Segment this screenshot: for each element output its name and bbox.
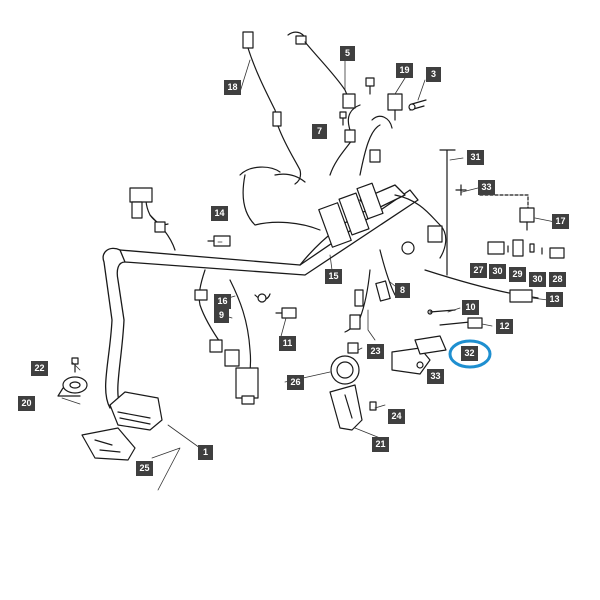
callout-31[interactable]: 31 [467, 150, 484, 165]
callout-13[interactable]: 13 [546, 292, 563, 307]
callout-18[interactable]: 18 [224, 80, 241, 95]
callout-23[interactable]: 23 [367, 344, 384, 359]
left-branch [129, 187, 176, 251]
callout-16[interactable]: 16 [214, 294, 231, 309]
central-connector-cluster [239, 104, 447, 333]
callout-12[interactable]: 12 [496, 319, 513, 334]
callout-30b[interactable]: 30 [529, 272, 546, 287]
sensor-kit-17 [479, 194, 565, 259]
callout-20[interactable]: 20 [18, 396, 35, 411]
clamp-and-screw [57, 357, 88, 397]
callout-8[interactable]: 8 [395, 283, 410, 298]
callout-11[interactable]: 11 [279, 336, 296, 351]
sensor-lead-5 [287, 31, 356, 109]
callout-27[interactable]: 27 [470, 263, 487, 278]
callout-7[interactable]: 7 [312, 124, 327, 139]
callout-15[interactable]: 15 [325, 269, 342, 284]
callout-5[interactable]: 5 [340, 46, 355, 61]
callout-29[interactable]: 29 [509, 267, 526, 282]
lower-left-branch [194, 269, 271, 405]
callout-33b[interactable]: 33 [427, 369, 444, 384]
brackets [329, 335, 447, 431]
callout-3[interactable]: 3 [426, 67, 441, 82]
callout-26[interactable]: 26 [287, 375, 304, 390]
small-parts [207, 77, 483, 329]
callout-1[interactable]: 1 [198, 445, 213, 460]
sensor-lead-18 [242, 31, 302, 185]
callout-32[interactable]: 32 [461, 346, 478, 361]
callout-24[interactable]: 24 [388, 409, 405, 424]
right-cable-13 [424, 149, 539, 303]
callout-28[interactable]: 28 [549, 272, 566, 287]
callout-22[interactable]: 22 [31, 361, 48, 376]
callout-30a[interactable]: 30 [489, 264, 506, 279]
control-module [81, 391, 163, 461]
callout-19[interactable]: 19 [396, 63, 413, 78]
callout-14[interactable]: 14 [211, 206, 228, 221]
callout-25[interactable]: 25 [136, 461, 153, 476]
callout-9[interactable]: 9 [214, 308, 229, 323]
callout-10[interactable]: 10 [462, 300, 479, 315]
highlight-ring [448, 339, 492, 369]
callout-17[interactable]: 17 [552, 214, 569, 229]
callout-21[interactable]: 21 [372, 437, 389, 452]
callout-33a[interactable]: 33 [478, 180, 495, 195]
